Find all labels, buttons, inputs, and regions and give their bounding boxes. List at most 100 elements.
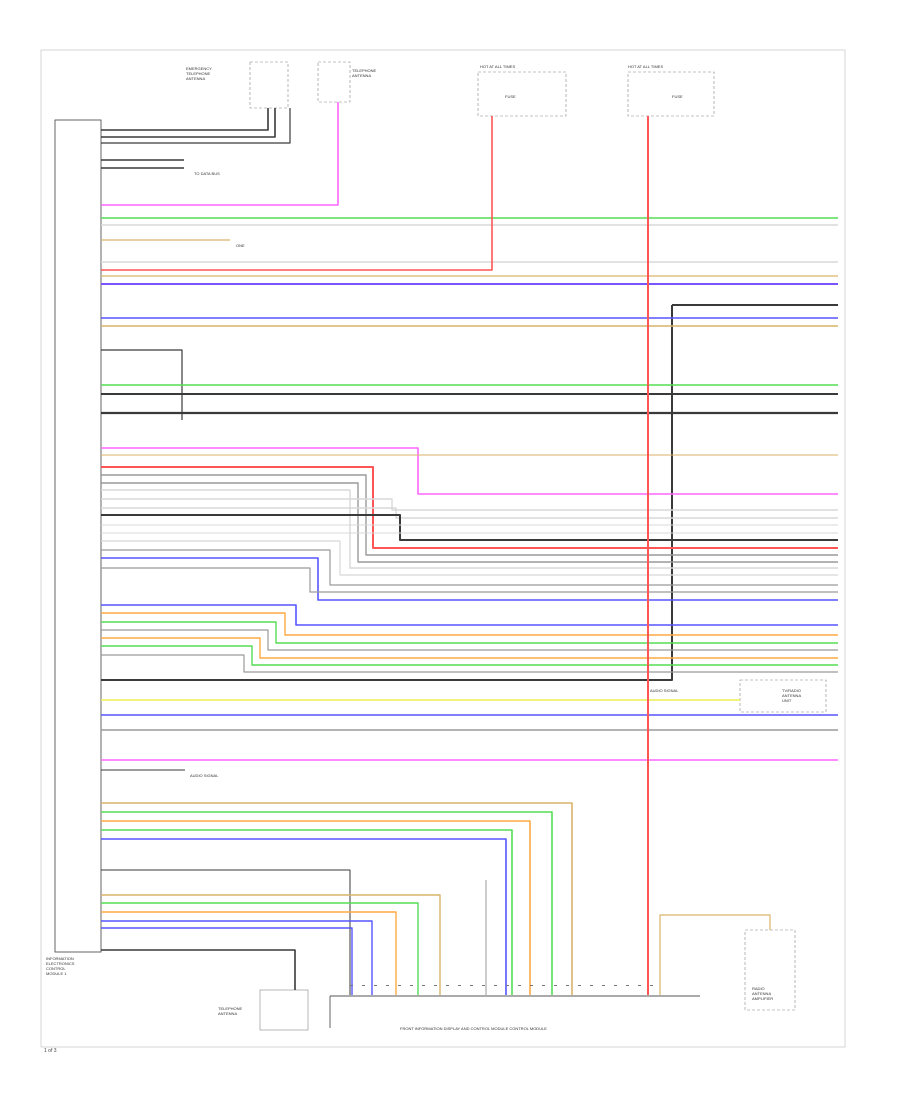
wire-40 — [101, 629, 838, 651]
top-left-module-label-2: TELEPHONE — [186, 71, 211, 76]
wire-28 — [101, 498, 838, 511]
pin-marker-13 — [506, 985, 509, 986]
pin-marker-25 — [650, 985, 653, 986]
wire-3 — [101, 108, 291, 144]
pin-marker-8 — [446, 985, 449, 986]
left-module-label-4: MODULE 1 — [46, 971, 67, 976]
pin-marker-23 — [626, 985, 629, 986]
bottom-left-module-box — [259, 989, 309, 1031]
top-left-module-label-1: EMERGENCY — [186, 66, 212, 71]
wires-group — [101, 102, 838, 995]
top-left-module-box — [249, 61, 289, 109]
pin-marker-12 — [494, 985, 497, 986]
pin-marker-16 — [542, 985, 545, 986]
pin-marker-19 — [578, 985, 581, 986]
page-id: 1 of 3 — [44, 1048, 57, 1054]
wire-57 — [101, 911, 397, 995]
note-2: TO DATA BUS — [194, 171, 220, 176]
pin-marker-3 — [386, 985, 389, 986]
fuse-1-box — [477, 71, 567, 117]
wire-58 — [101, 920, 373, 995]
pin-marker-1 — [362, 985, 365, 986]
bottom-right-module-label-1: RADIO — [752, 986, 765, 991]
wire-50 — [101, 811, 553, 995]
note-3: AUDIO SIGNAL — [650, 688, 679, 693]
top-mid-module-box — [317, 61, 351, 103]
wire-33 — [101, 540, 838, 576]
pin-marker-15 — [530, 985, 533, 986]
wire-56 — [101, 902, 419, 995]
wire-51 — [101, 820, 531, 995]
hot-label-2: HOT AT ALL TIMES — [628, 64, 663, 69]
wire-49 — [101, 802, 573, 995]
pin-marker-24 — [638, 985, 641, 986]
wire-39 — [101, 621, 838, 644]
pin-marker-21 — [602, 985, 605, 986]
bottom-right-module-label-3: AMPLIFIER — [752, 996, 773, 1001]
wire-52 — [101, 829, 513, 995]
wire-27 — [101, 489, 838, 569]
left-module-label-2: ELECTRONICS — [46, 961, 75, 966]
left-module-label-1: INFORMATION — [46, 956, 74, 961]
right-side-module-label-1: TV/RADIO — [782, 688, 801, 693]
pin-marker-2 — [374, 985, 377, 986]
pins-group — [350, 985, 653, 986]
wire-29 — [101, 507, 838, 519]
wire-11 — [101, 116, 493, 271]
pin-marker-6 — [422, 985, 425, 986]
right-side-module-label-3: UNIT — [782, 698, 792, 703]
front-module-label: FRONT INFORMATION DISPLAY AND CONTROL MO… — [400, 1026, 547, 1031]
bottom-left-module-label-2: ANTENNA — [218, 1011, 237, 1016]
bottom-left-module-label-1: TELEPHONE — [218, 1006, 243, 1011]
pin-marker-11 — [482, 985, 485, 986]
wire-41 — [101, 637, 838, 659]
top-mid-module-label-1: TELEPHONE — [352, 68, 377, 73]
right-side-module-label-2: ANTENNA — [782, 693, 801, 698]
wire-6 — [101, 102, 339, 206]
left-module-label-3: CONTROL — [46, 966, 66, 971]
wire-63 — [659, 914, 771, 995]
wire-55 — [101, 894, 441, 995]
wire-42 — [101, 645, 838, 666]
pin-marker-0 — [350, 985, 353, 986]
pin-marker-9 — [458, 985, 461, 986]
fuse-2-label: FUSE — [672, 94, 683, 99]
wire-30 — [101, 514, 838, 541]
wire-1 — [101, 108, 269, 131]
right-side-module-box — [739, 679, 827, 713]
note-4: AUDIO SIGNAL — [190, 773, 219, 778]
wire-18 — [101, 349, 183, 420]
wire-35 — [101, 557, 838, 601]
left-module-box — [54, 119, 102, 953]
wire-59 — [101, 927, 353, 995]
wire-54 — [101, 869, 351, 995]
bottom-right-module-label-2: ANTENNA — [752, 991, 771, 996]
pin-marker-18 — [566, 985, 569, 986]
wire-2 — [101, 108, 276, 138]
wire-34 — [101, 549, 838, 586]
pin-marker-5 — [410, 985, 413, 986]
pin-marker-22 — [614, 985, 617, 986]
top-left-module-label-3: ANTENNA — [186, 76, 205, 81]
wire-38 — [101, 612, 838, 636]
pin-marker-14 — [518, 985, 521, 986]
wire-37 — [101, 604, 838, 626]
top-mid-module-label-2: ANTENNA — [352, 73, 371, 78]
pin-marker-7 — [434, 985, 437, 986]
wire-36 — [101, 567, 838, 593]
diagram-frame — [40, 49, 846, 1048]
fuse-2-box — [627, 71, 715, 117]
pin-marker-10 — [470, 985, 473, 986]
wire-53 — [101, 838, 507, 995]
wire-26 — [101, 482, 838, 563]
note-1: ONE — [236, 243, 245, 248]
wire-43 — [101, 654, 838, 673]
wire-15 — [101, 305, 673, 681]
pin-marker-17 — [554, 985, 557, 986]
pin-marker-4 — [398, 985, 401, 986]
wire-61 — [101, 949, 296, 990]
hot-label-1: HOT AT ALL TIMES — [480, 64, 515, 69]
pin-marker-20 — [590, 985, 593, 986]
fuse-1-label: FUSE — [505, 94, 516, 99]
